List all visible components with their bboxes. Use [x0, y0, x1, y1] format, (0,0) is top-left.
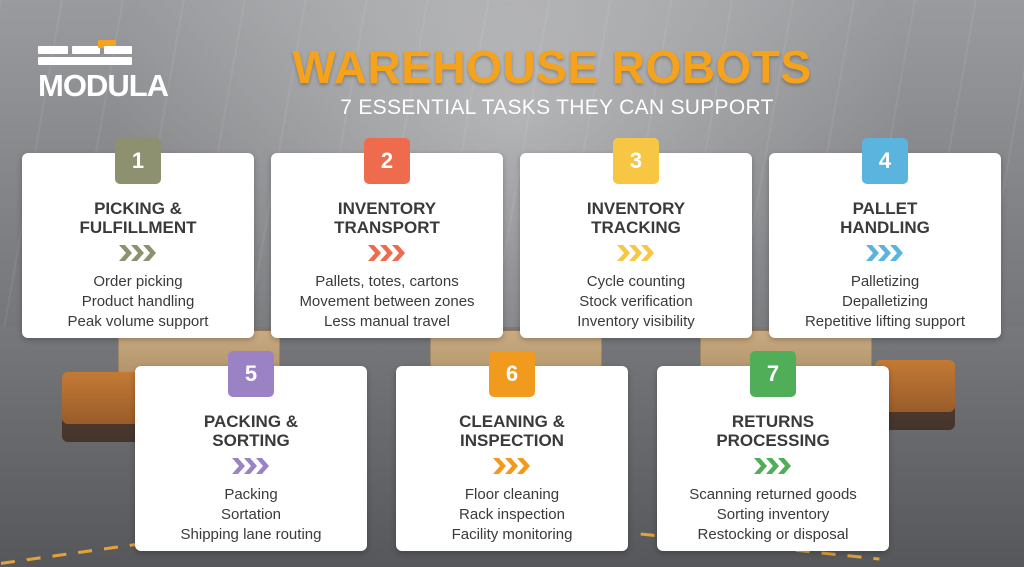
chevrons-icon — [493, 458, 530, 474]
task-items-list: Pallets, totes, cartons Movement between… — [271, 272, 503, 332]
task-number-badge: 7 — [750, 351, 796, 397]
task-item: Repetitive lifting support — [804, 313, 966, 330]
task-title: CLEANING & INSPECTION — [459, 412, 565, 450]
task-item: Restocking or disposal — [697, 526, 849, 543]
task-item: Inventory visibility — [577, 313, 695, 330]
task-item: Less manual travel — [324, 313, 450, 330]
task-item: Peak volume support — [67, 313, 209, 330]
task-item: Sorting inventory — [716, 506, 830, 523]
task-number-badge: 4 — [862, 138, 908, 184]
page-title: WAREHOUSE ROBOTS — [292, 41, 812, 93]
task-item: Floor cleaning — [464, 486, 560, 503]
task-item: Depalletizing — [842, 293, 928, 310]
task-items-list: Floor cleaning Rack inspection Facility … — [396, 485, 628, 545]
chevrons-icon — [119, 245, 156, 261]
task-card-5: 5 PACKING & SORTING Packing Sortation Sh… — [135, 351, 367, 551]
task-items-list: Cycle counting Stock verification Invent… — [520, 272, 752, 332]
task-card-3: 3 INVENTORY TRACKING Cycle counting Stoc… — [520, 138, 752, 338]
task-items-list: Scanning returned goods Sorting inventor… — [657, 485, 889, 545]
task-number-badge: 3 — [613, 138, 659, 184]
logo-wordmark: MODULA — [38, 68, 169, 103]
task-items-list: Palletizing Depalletizing Repetitive lif… — [769, 272, 1001, 332]
task-number-badge: 2 — [364, 138, 410, 184]
task-item: Palletizing — [850, 273, 920, 290]
modula-logo: MODULA — [38, 40, 169, 103]
chevrons-icon — [617, 245, 654, 261]
task-item: Facility monitoring — [451, 526, 573, 543]
task-item: Scanning returned goods — [689, 486, 857, 503]
task-items-list: Packing Sortation Shipping lane routing — [135, 485, 367, 545]
task-title: INVENTORY TRANSPORT — [334, 199, 440, 237]
page-subtitle: 7 ESSENTIAL TASKS THEY CAN SUPPORT — [340, 96, 774, 119]
task-item: Rack inspection — [459, 506, 565, 523]
task-card-1: 1 PICKING & FULFILLMENT Order picking Pr… — [22, 138, 254, 338]
task-number-badge: 5 — [228, 351, 274, 397]
task-items-list: Order picking Product handling Peak volu… — [22, 272, 254, 332]
task-item: Pallets, totes, cartons — [315, 273, 459, 290]
task-title: RETURNS PROCESSING — [716, 412, 830, 450]
task-title: PICKING & FULFILLMENT — [79, 199, 197, 237]
task-item: Shipping lane routing — [180, 526, 322, 543]
task-item: Cycle counting — [586, 273, 686, 290]
task-card-4: 4 PALLET HANDLING Palletizing Depalletiz… — [769, 138, 1001, 338]
task-item: Movement between zones — [299, 293, 475, 310]
task-item: Stock verification — [579, 293, 693, 310]
task-item: Product handling — [81, 293, 195, 310]
chevrons-icon — [368, 245, 405, 261]
task-item: Packing — [224, 486, 278, 503]
chevrons-icon — [866, 245, 903, 261]
task-number-badge: 1 — [115, 138, 161, 184]
task-title: PACKING & SORTING — [203, 412, 299, 450]
task-number-badge: 6 — [489, 351, 535, 397]
task-card-2: 2 INVENTORY TRANSPORT Pallets, totes, ca… — [271, 138, 503, 338]
chevrons-icon — [232, 458, 269, 474]
task-title: PALLET HANDLING — [840, 199, 930, 237]
chevrons-icon — [754, 458, 791, 474]
task-item: Order picking — [93, 273, 183, 290]
task-card-7: 7 RETURNS PROCESSING Scanning returned g… — [657, 351, 889, 551]
task-card-6: 6 CLEANING & INSPECTION Floor cleaning R… — [396, 351, 628, 551]
task-item: Sortation — [220, 506, 282, 523]
task-title: INVENTORY TRACKING — [586, 199, 686, 237]
logo-mark-icon — [38, 40, 132, 66]
